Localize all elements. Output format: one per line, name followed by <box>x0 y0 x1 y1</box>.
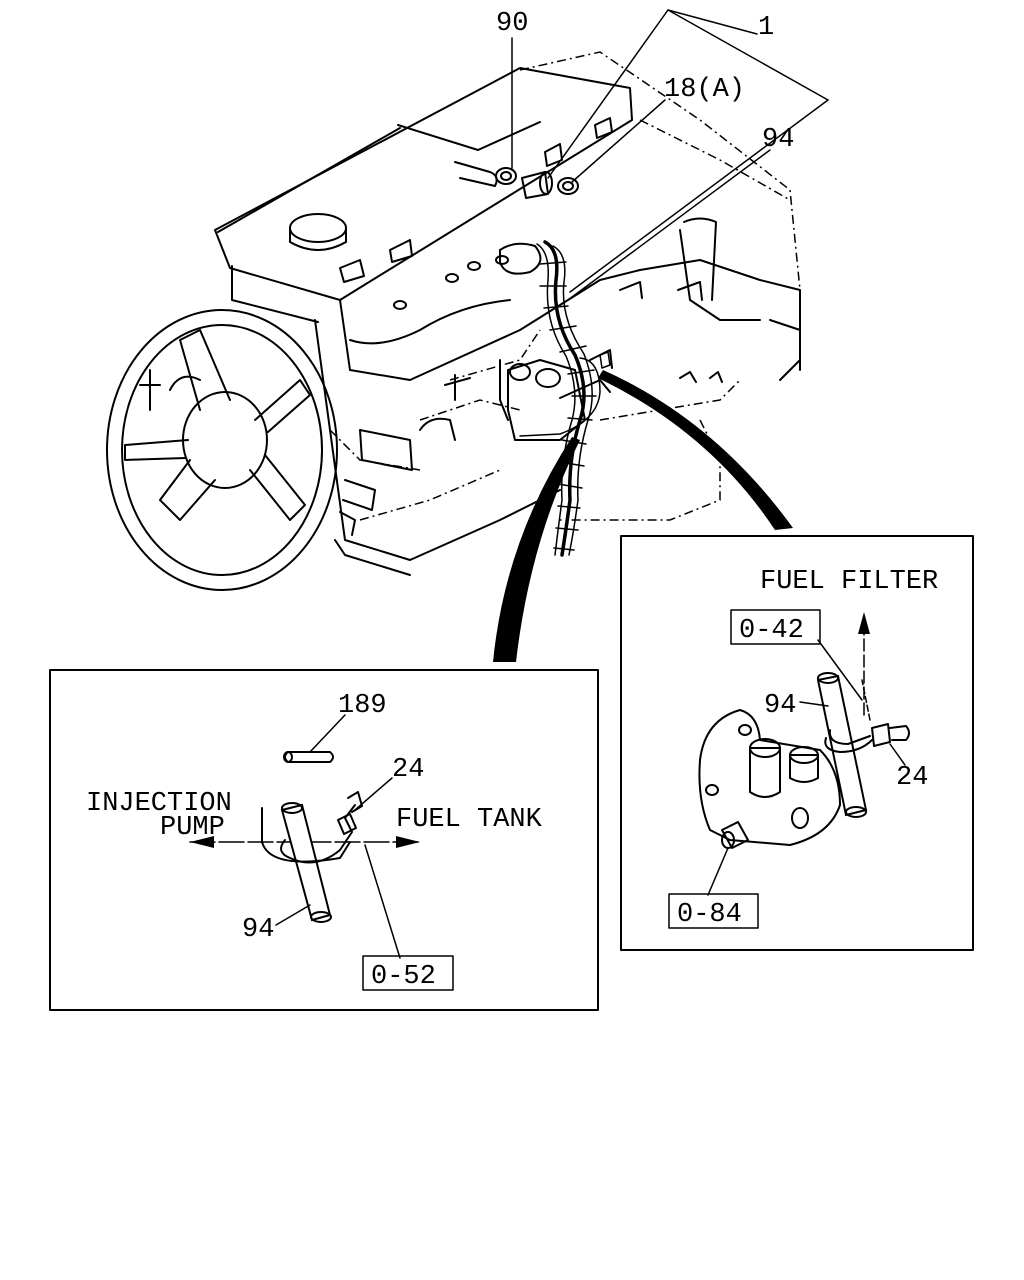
fuel-filter-label: FUEL FILTER <box>760 567 938 597</box>
injection-pump-label-line1: INJECTION <box>86 789 232 819</box>
ref-box-084 <box>668 893 759 929</box>
callout-94-top: 94 <box>762 125 794 155</box>
left-inset-art <box>189 714 421 959</box>
ref-box-042 <box>730 609 821 645</box>
callout-94-left: 94 <box>242 915 274 945</box>
ref-084: 0-84 <box>677 900 742 930</box>
ref-042: 0-42 <box>739 616 804 646</box>
callout-24-left: 24 <box>392 755 424 785</box>
fuel-tank-label: FUEL TANK <box>396 805 543 835</box>
right-inset-box <box>620 535 974 951</box>
ref-052: 0-52 <box>371 962 436 992</box>
left-inset-box <box>49 669 599 1011</box>
engine-illustration <box>106 51 801 591</box>
inset-pointers <box>493 370 793 662</box>
callout-labels: 90 1 18(A) 94 189 24 94 94 24 <box>242 9 928 945</box>
right-inset-art <box>698 612 910 896</box>
callout-18a: 18(A) <box>664 75 745 105</box>
direction-labels: INJECTION PUMP FUEL TANK FUEL FILTER <box>86 567 938 843</box>
reference-boxes: 0-52 0-42 0-84 <box>362 609 821 992</box>
callout-94-right: 94 <box>764 691 796 721</box>
ref-box-052 <box>362 955 454 991</box>
callout-1: 1 <box>758 13 774 43</box>
top-callout-leaders <box>511 9 829 301</box>
callout-189: 189 <box>338 691 387 721</box>
callout-24-right: 24 <box>896 763 928 793</box>
callout-90: 90 <box>496 9 528 39</box>
injection-pump-label-line2: PUMP <box>160 813 225 843</box>
